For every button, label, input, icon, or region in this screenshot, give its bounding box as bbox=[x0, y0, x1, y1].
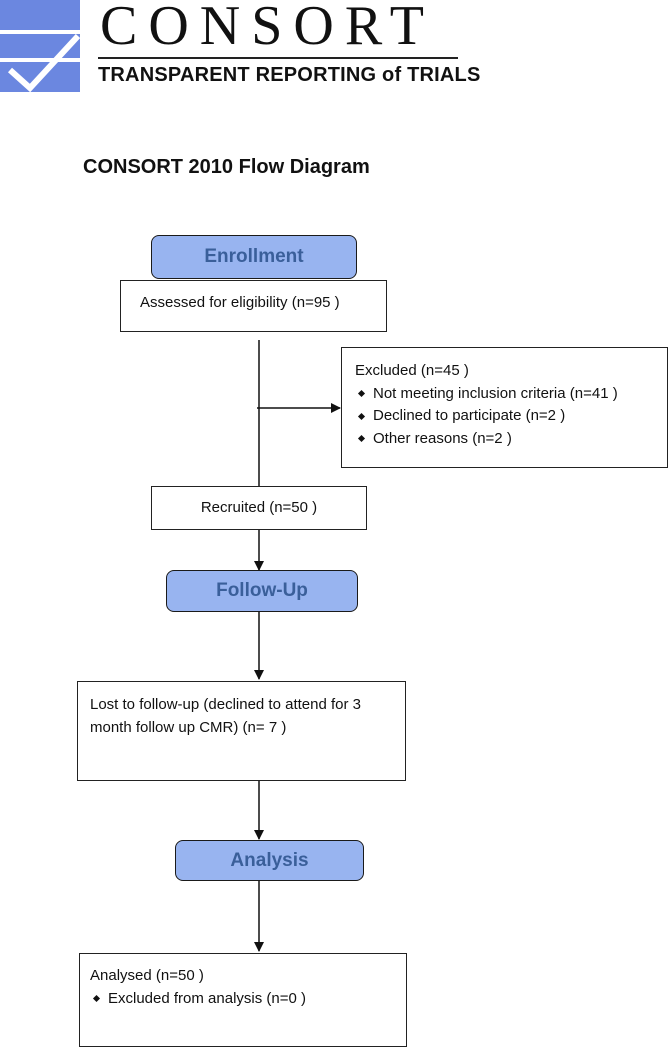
logo-wordmark: CONSORT bbox=[100, 0, 436, 57]
bullet-diamond-icon bbox=[357, 412, 366, 420]
box-assessed-eligibility: Assessed for eligibility (n=95 ) bbox=[120, 280, 387, 332]
assessed-text: Assessed for eligibility (n=95 ) bbox=[140, 294, 340, 311]
stage-enrollment: Enrollment bbox=[151, 235, 357, 279]
logo-tagline: TRANSPARENT REPORTING of TRIALS bbox=[98, 64, 481, 86]
box-excluded: Excluded (n=45 ) Not meeting inclusion c… bbox=[341, 347, 668, 468]
excluded-item: Not meeting inclusion criteria (n=41 ) bbox=[355, 383, 667, 406]
diagram-title: CONSORT 2010 Flow Diagram bbox=[83, 156, 370, 178]
box-lost-to-follow-up: Lost to follow-up (declined to attend fo… bbox=[77, 681, 406, 781]
excluded-item: Declined to participate (n=2 ) bbox=[355, 405, 667, 428]
lost-line-2: month follow up CMR) (n= 7 ) bbox=[90, 718, 287, 736]
bullet-diamond-icon bbox=[92, 995, 101, 1003]
stage-analysis: Analysis bbox=[175, 840, 364, 881]
stage-follow-up: Follow-Up bbox=[166, 570, 358, 612]
recruited-text: Recruited (n=50 ) bbox=[200, 498, 318, 516]
analysed-heading: Analysed (n=50 ) bbox=[90, 967, 204, 984]
consort-logo-icon bbox=[0, 0, 80, 92]
box-analysed: Analysed (n=50 ) Excluded from analysis … bbox=[79, 953, 407, 1047]
excluded-heading: Excluded (n=45 ) bbox=[355, 362, 469, 379]
analysed-item: Excluded from analysis (n=0 ) bbox=[90, 988, 406, 1011]
bullet-diamond-icon bbox=[357, 435, 366, 443]
bullet-diamond-icon bbox=[357, 390, 366, 398]
logo-divider bbox=[98, 57, 458, 59]
box-recruited: Recruited (n=50 ) bbox=[151, 486, 367, 530]
lost-line-1: Lost to follow-up (declined to attend fo… bbox=[90, 696, 361, 713]
excluded-item: Other reasons (n=2 ) bbox=[355, 428, 667, 451]
